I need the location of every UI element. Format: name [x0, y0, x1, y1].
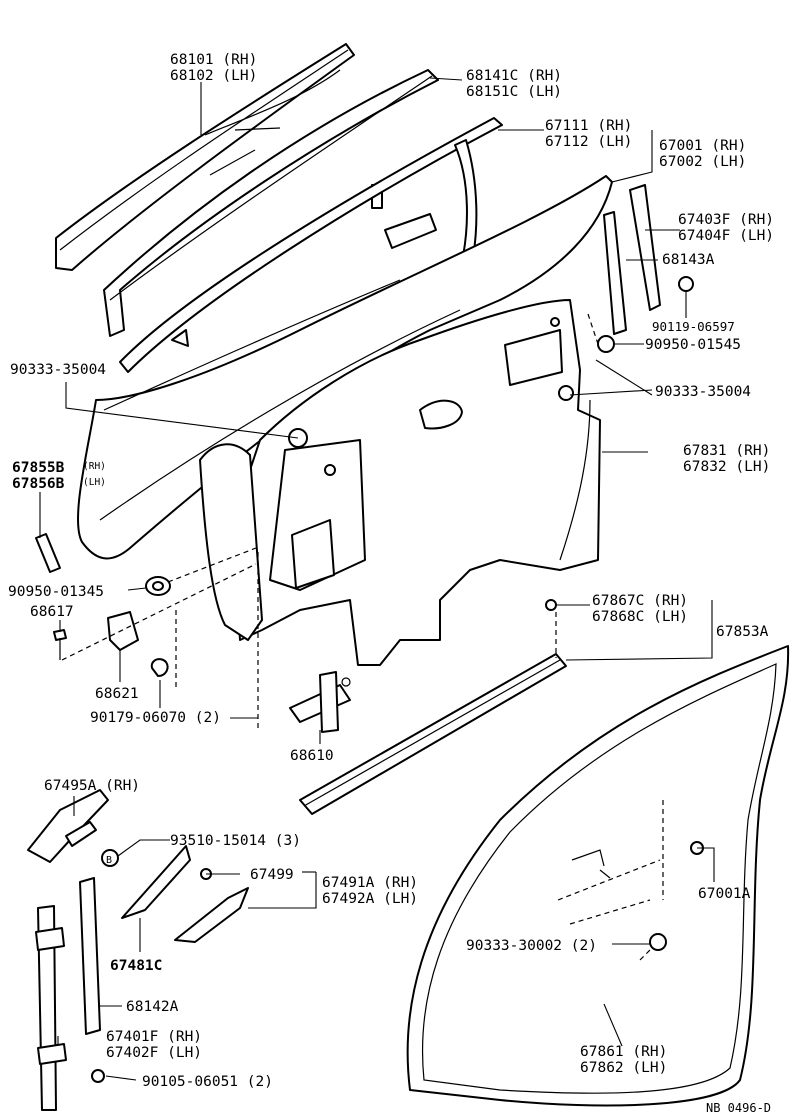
door-check-68610	[289, 671, 351, 733]
label-67491a: 67491A (RH)	[322, 875, 418, 891]
label-68151c: 68151C (LH)	[466, 84, 562, 100]
label-67855b-rh: (RH)	[83, 461, 106, 472]
label-67862: 67862 (LH)	[580, 1060, 667, 1076]
label-67404f: 67404F (LH)	[678, 228, 774, 244]
label-68621: 68621	[95, 686, 139, 702]
outer-weatherstrip-68101	[55, 43, 355, 271]
panel-67491	[174, 868, 249, 943]
label-67492a: 67492A (LH)	[322, 891, 418, 907]
label-67856b-lh: (LH)	[83, 477, 106, 488]
label-90333-35004-left: 90333-35004	[10, 362, 106, 378]
label-67112: 67112 (LH)	[545, 134, 632, 150]
label-67831: 67831 (RH)	[683, 443, 770, 459]
label-67853a: 67853A	[716, 624, 769, 640]
label-67481c: 67481C	[110, 958, 162, 974]
inner-weatherstrip-68141	[103, 69, 439, 337]
label-68142a: 68142A	[126, 999, 179, 1015]
label-68102: 68102 (LH)	[170, 68, 257, 84]
label-67861: 67861 (RH)	[580, 1044, 667, 1060]
label-67495a: 67495A (RH)	[44, 778, 140, 794]
label-90119: 90119-06597	[652, 319, 735, 334]
label-90105: 90105-06051 (2)	[142, 1074, 273, 1090]
pillar-68142	[79, 877, 101, 1035]
label-67402f: 67402F (LH)	[106, 1045, 202, 1061]
label-93510: 93510-15014 (3)	[170, 833, 301, 849]
grommet-90950-01345	[145, 576, 171, 596]
mirror-bracket-67495	[27, 789, 119, 867]
label-b-circle: B	[106, 855, 112, 866]
label-67401f: 67401F (RH)	[106, 1029, 202, 1045]
assembly-lines	[61, 313, 664, 900]
label-67832: 67832 (LH)	[683, 459, 770, 475]
label-67403f: 67403F (RH)	[678, 212, 774, 228]
label-68141c: 68141C (RH)	[466, 68, 562, 84]
door-weatherstrip-67861	[406, 645, 790, 1107]
belt-moulding-67853	[299, 599, 567, 815]
label-67855b: 67855B	[12, 460, 65, 476]
label-68617: 68617	[30, 604, 74, 620]
label-67001: 67001 (RH)	[659, 138, 746, 154]
label-67001a: 67001A	[698, 886, 751, 902]
label-67002: 67002 (LH)	[659, 154, 746, 170]
label-90179: 90179-06070 (2)	[90, 710, 221, 726]
part-labels: 68101 (RH) 68102 (LH) 68141C (RH) 68151C…	[8, 52, 774, 1115]
label-90333-30002: 90333-30002 (2)	[466, 938, 597, 954]
label-67868c: 67868C (LH)	[592, 609, 688, 625]
leader-lines	[39, 77, 715, 1081]
label-68143a: 68143A	[662, 252, 715, 268]
label-68101: 68101 (RH)	[170, 52, 257, 68]
pillar-trim-67403	[597, 184, 694, 353]
label-90333-35004-right: 90333-35004	[655, 384, 751, 400]
panel-67481	[121, 845, 191, 919]
nut-90179	[150, 658, 169, 677]
bracket-68621	[107, 611, 139, 651]
screw-68617	[53, 629, 67, 660]
label-67856b: 67856B	[12, 476, 65, 492]
label-68610: 68610	[290, 748, 334, 764]
pillar-67401	[35, 905, 105, 1111]
diagram-code: NB 0496-D	[706, 1101, 771, 1115]
label-67111: 67111 (RH)	[545, 118, 632, 134]
door-glass	[204, 69, 341, 176]
label-67499: 67499	[250, 867, 294, 883]
seal-67855	[35, 533, 61, 573]
label-90950-01345: 90950-01345	[8, 584, 104, 600]
label-67867c: 67867C (RH)	[592, 593, 688, 609]
label-90950-01545: 90950-01545	[645, 337, 741, 353]
